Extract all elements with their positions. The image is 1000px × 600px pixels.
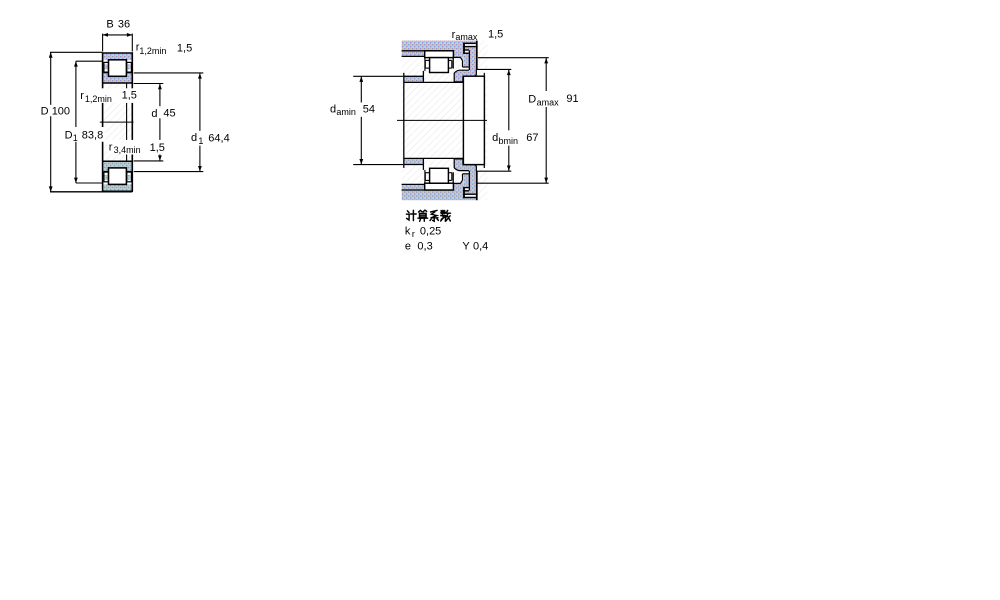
svg-text:83,8: 83,8 — [82, 129, 103, 141]
svg-text:45: 45 — [163, 108, 175, 120]
svg-text:1,5: 1,5 — [150, 142, 165, 154]
svg-text:0,4: 0,4 — [473, 240, 488, 252]
svg-text:r: r — [452, 29, 456, 41]
svg-text:d: d — [151, 108, 157, 120]
svg-text:91: 91 — [566, 93, 578, 105]
svg-text:e: e — [405, 240, 411, 252]
svg-text:r: r — [136, 42, 140, 54]
svg-text:1,2min: 1,2min — [139, 46, 166, 56]
svg-text:1,2min: 1,2min — [85, 94, 112, 104]
svg-text:1,5: 1,5 — [488, 28, 503, 40]
svg-text:D: D — [41, 105, 49, 117]
svg-text:54: 54 — [363, 103, 375, 115]
svg-text:r: r — [412, 229, 415, 239]
svg-text:Y: Y — [462, 240, 470, 252]
svg-text:1: 1 — [198, 136, 203, 146]
svg-text:bmin: bmin — [499, 136, 519, 146]
svg-text:d: d — [330, 103, 336, 115]
svg-text:0,3: 0,3 — [417, 240, 432, 252]
svg-text:67: 67 — [526, 132, 538, 144]
svg-text:r: r — [80, 90, 84, 102]
svg-text:1: 1 — [73, 133, 78, 143]
svg-text:3,4min: 3,4min — [114, 145, 141, 155]
svg-text:amax: amax — [455, 32, 478, 42]
svg-text:amax: amax — [537, 98, 560, 108]
svg-text:d: d — [492, 132, 498, 144]
svg-text:d: d — [191, 132, 197, 144]
svg-text:D: D — [65, 129, 73, 141]
svg-text:amin: amin — [336, 107, 356, 117]
svg-text:D: D — [528, 94, 536, 106]
svg-text:1,5: 1,5 — [122, 90, 137, 102]
svg-text:100: 100 — [52, 105, 70, 117]
svg-text:0,25: 0,25 — [420, 225, 441, 237]
svg-text:r: r — [109, 141, 113, 153]
svg-text:B: B — [106, 19, 113, 31]
svg-text:k: k — [405, 225, 411, 237]
svg-text:64,4: 64,4 — [208, 132, 229, 144]
svg-text:36: 36 — [118, 19, 130, 31]
svg-text:1,5: 1,5 — [177, 43, 192, 55]
